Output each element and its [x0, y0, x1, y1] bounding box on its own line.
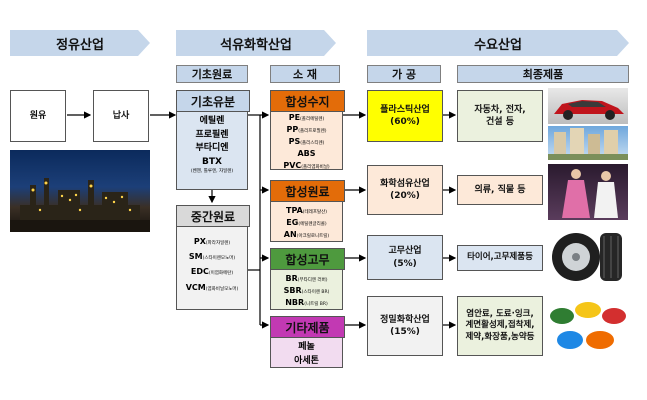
- processing-share: (20%): [390, 191, 420, 201]
- btx-note: (벤젠, 톨루엔, 자일렌): [190, 169, 234, 174]
- material-item: NBR(니트릴 BR): [285, 298, 328, 307]
- processing-rubber-box: 고무산업 (5%): [367, 235, 443, 280]
- naphtha-label: 납사: [112, 110, 130, 121]
- processing-name: 고무산업: [388, 246, 422, 257]
- material-synthetic-rubber-box: 합성고무 BR(부타디엔 러버) SBR(스타이렌 BR) NBR(니트릴 BR…: [270, 248, 345, 310]
- material-item: PVC(폴리염화비닐): [283, 161, 330, 170]
- final-product-line: 의류, 직물 등: [474, 184, 526, 195]
- material-item: 아세톤: [294, 355, 319, 366]
- processing-name: 화학섬유산업: [380, 178, 430, 189]
- material-item: 페놀: [298, 342, 315, 352]
- material-other-box: 기타제품 페놀 아세톤: [270, 316, 345, 368]
- material-item: PE(폴리에틸렌): [288, 113, 325, 122]
- final-product-line: 제약,화장품,농약등: [465, 331, 535, 342]
- material-item: ABS: [297, 149, 316, 158]
- fashion-photo: [548, 164, 628, 220]
- building-photo: [548, 126, 628, 160]
- processing-share: (15%): [390, 327, 420, 337]
- material-synthetic-resin-box: 합성수지 PE(폴리에틸렌) PP(폴리프로필렌) PS(폴리스티렌) ABS …: [270, 90, 345, 170]
- tire-photo: [548, 224, 628, 290]
- naphtha-box: 납사: [93, 90, 149, 142]
- column-head-final: 최종제품: [457, 65, 629, 83]
- stage-petrochem: 석유화학산업: [176, 30, 336, 56]
- material-title: 기타제품: [270, 316, 345, 338]
- stage-refining: 정유산업: [10, 30, 150, 56]
- material-title: 합성고무: [270, 248, 345, 270]
- material-item: PS(폴리스티렌): [288, 137, 325, 146]
- processing-fiber-box: 화학섬유산업 (20%): [367, 165, 443, 215]
- intermediate-item: SM(스타이렌모노머): [188, 252, 236, 262]
- final-product-clothing-box: 의류, 직물 등: [457, 175, 543, 205]
- processing-plastic-box: 플라스틱산업 (60%): [367, 90, 443, 142]
- material-item: TPA(테레프탈산): [286, 206, 327, 215]
- car-photo: [548, 88, 628, 124]
- btx-label: BTX: [202, 156, 222, 167]
- processing-name: 정밀화학산업: [380, 314, 430, 325]
- material-item: BR(부타디엔 러버): [285, 274, 328, 283]
- basic-fraction-item: 에틸렌: [199, 116, 225, 126]
- refinery-illustration: [10, 178, 150, 232]
- processing-share: (5%): [393, 258, 417, 269]
- material-item: EG(에틸렌글리콜): [286, 218, 327, 227]
- final-product-line: 자동차, 전자,: [474, 104, 526, 115]
- final-product-line: 건설 등: [486, 117, 514, 127]
- material-synthetic-raw-box: 합성원료 TPA(테레프탈산) EG(에틸렌글리콜) AN(아크릴로니트릴): [270, 180, 345, 242]
- crude-oil-label: 원유: [29, 110, 47, 121]
- material-title: 합성수지: [270, 90, 345, 112]
- material-item: SBR(스타이렌 BR): [283, 286, 330, 295]
- final-product-line: 타이어,고무제품등: [467, 252, 533, 263]
- final-product-tire-box: 타이어,고무제품등: [457, 245, 543, 271]
- basic-fraction-item: 프로필렌: [195, 129, 229, 140]
- material-item: AN(아크릴로니트릴): [283, 230, 330, 239]
- refinery-photo: [10, 150, 150, 232]
- basic-fraction-item: 부타디엔: [195, 143, 229, 153]
- intermediate-item: VCM(염화비닐모노머): [185, 282, 239, 292]
- processing-fine-chem-box: 정밀화학산업 (15%): [367, 296, 443, 356]
- final-product-line: 계면활성제,접착제,: [465, 320, 535, 331]
- material-item: PP(폴리프로필렌): [286, 125, 327, 134]
- processing-name: 플라스틱산업: [380, 104, 430, 115]
- intermediate-item: EDC(이염화에탄): [190, 267, 234, 277]
- column-head-basic: 기초원료: [176, 65, 248, 83]
- paint-photo: [548, 296, 628, 356]
- final-product-chem-box: 염안료, 도료·잉크, 계면활성제,접착제, 제약,화장품,농약등: [457, 296, 543, 356]
- intermediate-item: PX(파라자일렌): [193, 237, 231, 246]
- crude-oil-box: 원유: [10, 90, 66, 142]
- stage-demand: 수요산업: [367, 30, 629, 56]
- material-title: 합성원료: [270, 180, 345, 202]
- basic-fraction-box: 기초유분 에틸렌 프로필렌 부타디엔 BTX (벤젠, 톨루엔, 자일렌): [176, 90, 250, 190]
- column-head-processing: 가 공: [367, 65, 441, 83]
- intermediate-box: 중간원료 PX(파라자일렌) SM(스타이렌모노머) EDC(이염화에탄) VC…: [176, 205, 250, 310]
- intermediate-title: 중간원료: [176, 205, 250, 227]
- final-product-line: 염안료, 도료·잉크,: [466, 308, 534, 319]
- processing-share: (60%): [390, 117, 420, 127]
- column-head-materials: 소 재: [270, 65, 340, 83]
- basic-fraction-title: 기초유분: [176, 90, 250, 112]
- final-product-auto-box: 자동차, 전자, 건설 등: [457, 90, 543, 142]
